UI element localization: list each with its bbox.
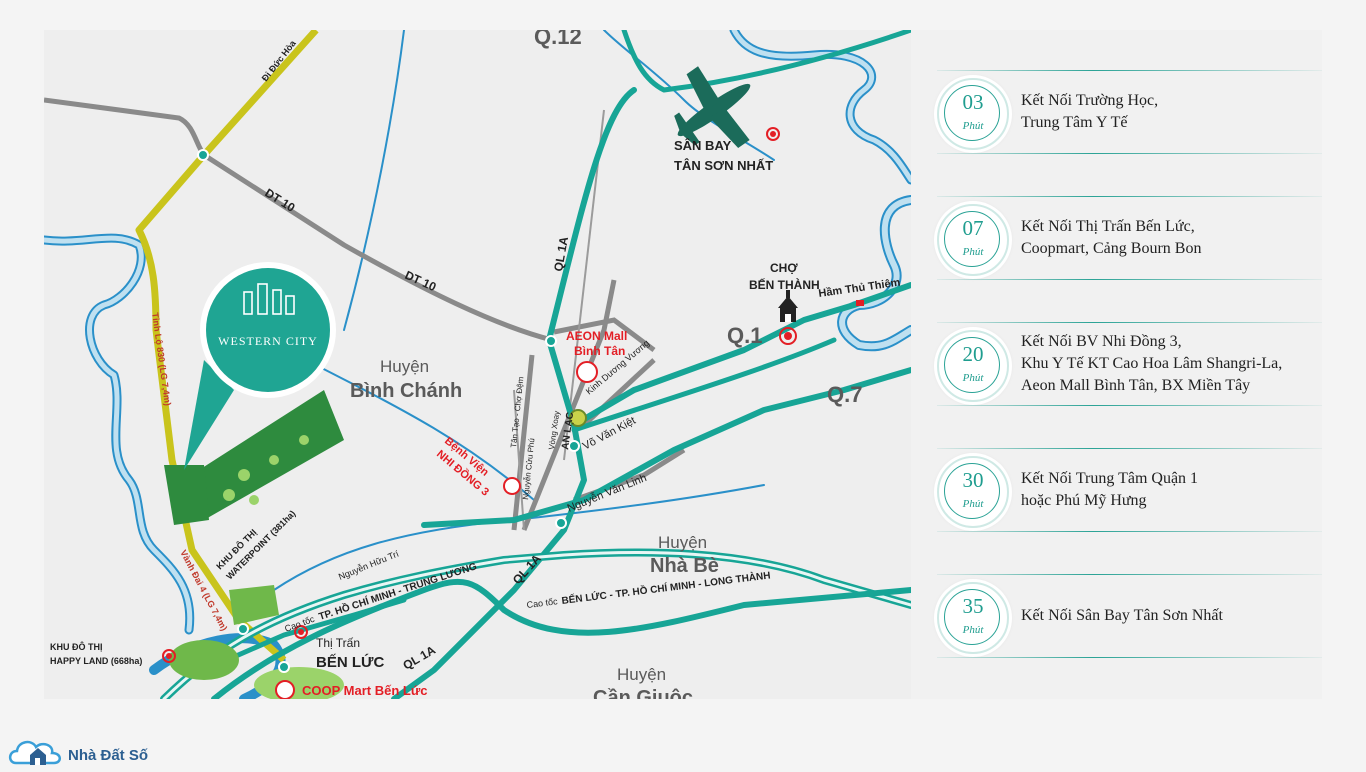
connection-text: Kết Nối BV Nhi Đồng 3, Khu Y Tế KT Cao H… bbox=[1021, 333, 1283, 394]
binh-chanh-label-1: Huyện bbox=[380, 357, 429, 376]
project-logo-text: WESTERN CITY bbox=[218, 334, 318, 348]
poi-markers bbox=[162, 127, 864, 699]
minutes-value: 30 bbox=[962, 468, 984, 492]
minutes-unit: Phút bbox=[962, 372, 984, 384]
happyland-label-2: HAPPY LAND (668ha) bbox=[50, 656, 142, 666]
airport-label-2: TÂN SƠN NHẤT bbox=[674, 158, 773, 173]
site-logo[interactable]: Nhà Đất Số bbox=[8, 733, 158, 767]
gray-roads bbox=[44, 97, 686, 531]
coop-label: COOP Mart Bến Lức bbox=[302, 683, 427, 698]
minutes-unit: Phút bbox=[962, 498, 984, 510]
ben-luc-label-2: BẾN LỨC bbox=[316, 653, 384, 671]
nha-be-label-1: Huyện bbox=[658, 533, 707, 552]
minutes-badge: 07 Phút bbox=[937, 204, 1009, 276]
minutes-unit: Phút bbox=[962, 120, 984, 132]
provincial-road bbox=[135, 30, 319, 663]
connection-row: 03 Phút Kết Nối Trường Học, Trung Tâm Y … bbox=[937, 70, 1322, 154]
road-cao-toc-lt-prefix: Cao tốc bbox=[526, 596, 559, 610]
connection-text: Kết Nối Sân Bay Tân Sơn Nhất bbox=[1021, 607, 1223, 624]
connection-row: 30 Phút Kết Nối Trung Tâm Quận 1 hoặc Ph… bbox=[937, 448, 1322, 532]
happyland-label-1: KHU ĐÔ THỊ bbox=[50, 641, 103, 652]
nha-be-label-2: Nhà Bè bbox=[650, 555, 719, 577]
can-giuoc-label-1: Huyện bbox=[617, 665, 666, 684]
minutes-unit: Phút bbox=[962, 246, 984, 258]
brand-name: Nhà Đất Số bbox=[68, 747, 149, 764]
minutes-value: 35 bbox=[962, 594, 984, 618]
cloud-house-icon bbox=[8, 740, 61, 765]
connection-text: Kết Nối Thị Trấn Bến Lức, Coopmart, Cảng… bbox=[1021, 218, 1202, 257]
minutes-badge: 20 Phút bbox=[937, 330, 1009, 402]
connection-text: Kết Nối Trung Tâm Quận 1 hoặc Phú Mỹ Hưn… bbox=[1021, 470, 1199, 509]
map-board: Q.12 Q.1 Q.7 Huyện Bình Chánh Huyện Nhà … bbox=[44, 30, 1322, 699]
minutes-value: 20 bbox=[962, 342, 984, 366]
road-ql1a-north: QL 1A bbox=[551, 235, 571, 272]
market-label-1: CHỢ bbox=[770, 261, 798, 275]
location-map: Q.12 Q.1 Q.7 Huyện Bình Chánh Huyện Nhà … bbox=[44, 30, 911, 699]
western-city-pin bbox=[184, 262, 336, 470]
connection-row: 20 Phút Kết Nối BV Nhi Đồng 3, Khu Y Tế … bbox=[937, 322, 1322, 406]
connection-panel: 03 Phút Kết Nối Trường Học, Trung Tâm Y … bbox=[911, 30, 1322, 699]
airport-label-1: SÂN BAY bbox=[674, 138, 732, 153]
project-areas bbox=[164, 390, 344, 699]
ben-luc-label-1: Thị Trấn bbox=[316, 636, 360, 650]
connection-text: Kết Nối Trường Học, Trung Tâm Y Tế bbox=[1021, 92, 1159, 131]
connection-row: 35 Phút Kết Nối Sân Bay Tân Sơn Nhất bbox=[937, 574, 1322, 658]
minutes-value: 03 bbox=[962, 90, 984, 114]
airplane-icon bbox=[674, 66, 751, 149]
minutes-value: 07 bbox=[962, 216, 984, 240]
minutes-badge: 30 Phút bbox=[937, 456, 1009, 528]
district-q12: Q.12 bbox=[534, 30, 582, 49]
connection-row: 07 Phút Kết Nối Thị Trấn Bến Lức, Coopma… bbox=[937, 196, 1322, 280]
district-q1: Q.1 bbox=[727, 323, 762, 348]
market-icon bbox=[778, 290, 798, 322]
aeon-label-1: AEON Mall bbox=[566, 329, 627, 343]
binh-chanh-label-2: Bình Chánh bbox=[350, 380, 462, 402]
market-label-2: BẾN THÀNH bbox=[749, 277, 820, 292]
district-q7: Q.7 bbox=[827, 382, 862, 407]
minutes-badge: 03 Phút bbox=[937, 78, 1009, 150]
minutes-badge: 35 Phút bbox=[937, 582, 1009, 654]
highways bbox=[160, 30, 911, 699]
aeon-label-2: Bình Tân bbox=[574, 344, 625, 358]
minutes-unit: Phút bbox=[962, 624, 984, 636]
can-giuoc-label-2: Cần Giuộc bbox=[593, 687, 693, 699]
an-lac-label-2: AN LẠC bbox=[560, 411, 576, 450]
